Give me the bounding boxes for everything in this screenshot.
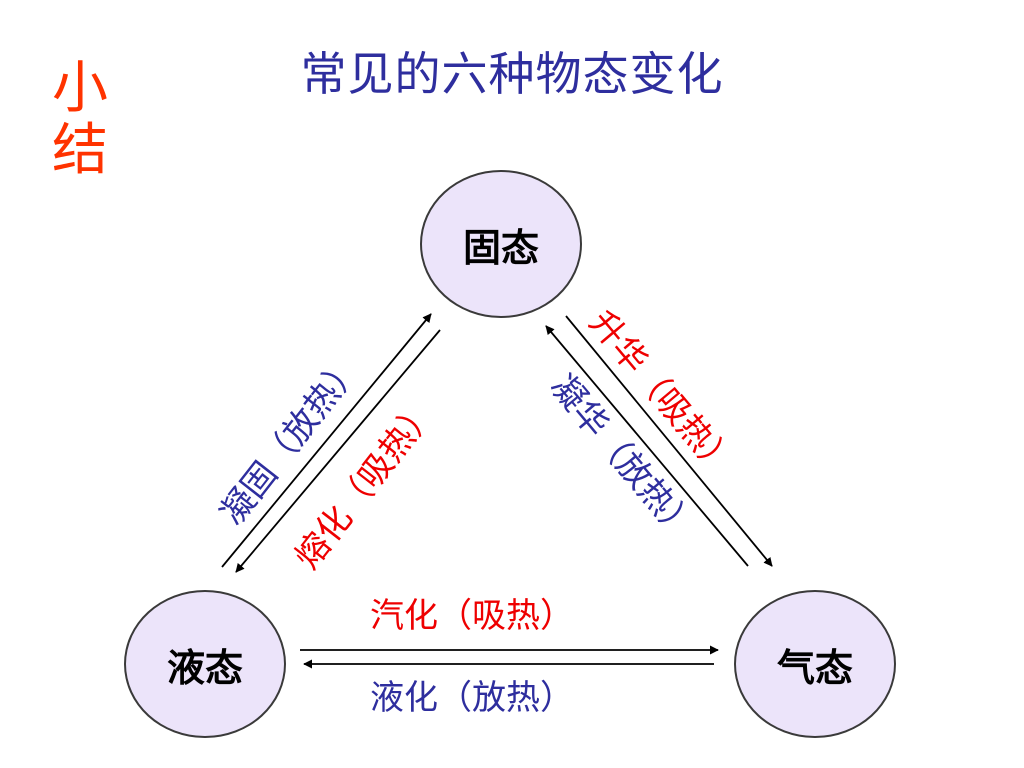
label-liquefaction: 液化（放热）	[370, 678, 574, 718]
node-label: 固态	[462, 225, 539, 270]
node-label: 气态	[776, 645, 853, 690]
arrow-sublimation	[565, 315, 773, 567]
side-title-char: 结	[52, 118, 108, 183]
arrow-solidification	[221, 313, 432, 568]
page-title: 常见的六种物态变化	[300, 47, 724, 101]
side-title: 小 结	[52, 58, 112, 182]
arrow-melting	[235, 329, 441, 573]
side-title-char: 小	[52, 56, 108, 121]
label-vaporization: 汽化（吸热）	[370, 596, 574, 636]
node-label: 液态	[166, 645, 243, 690]
arrow-deposition	[545, 325, 749, 567]
node-liquid: 液态	[124, 590, 286, 738]
node-gas: 气态	[734, 590, 896, 738]
node-solid: 固态	[420, 170, 582, 318]
